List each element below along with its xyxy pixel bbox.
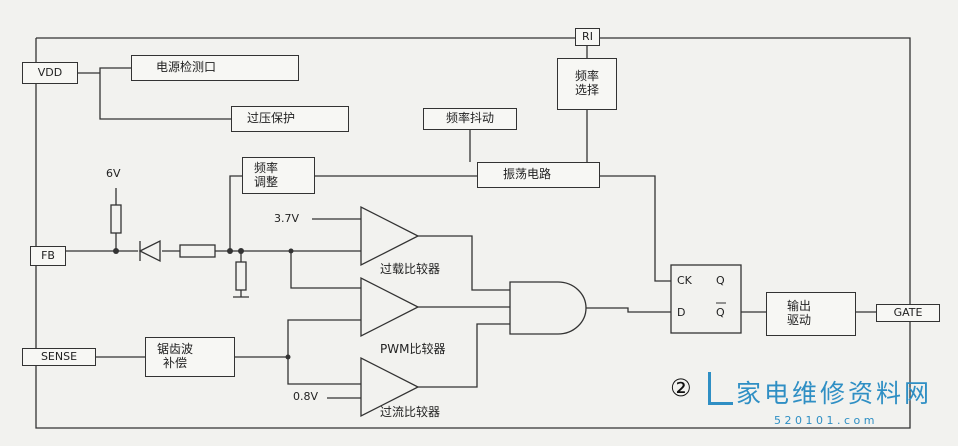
pin-gate-label: GATE (893, 305, 923, 319)
block-output-drive-label: 输出 驱动 (786, 299, 811, 327)
figure-number: ② (670, 374, 692, 402)
resistor-series (179, 244, 216, 258)
adjust-feed (229, 175, 242, 251)
watermark-title: 家电维修资料网 (736, 379, 933, 408)
ff-ck: CK (677, 274, 692, 287)
block-overvoltage (231, 106, 349, 132)
osc-ck-line (600, 175, 671, 282)
pin-ri-label: RI (582, 29, 593, 43)
watermark-url: 5 2 0 1 0 1 . c o m (774, 414, 875, 427)
label-6v: 6V (106, 167, 121, 180)
pin-sense (22, 348, 96, 366)
block-overvoltage-label: 过压保护 (246, 111, 295, 126)
pin-fb (30, 246, 66, 266)
block-freq-select-label: 频率 选择 (574, 69, 599, 97)
vdd-branches (78, 67, 231, 120)
oc-and (418, 323, 510, 388)
and-gate (509, 281, 587, 335)
resistor-6v (110, 204, 122, 234)
and-d-line (586, 307, 671, 313)
block-output-drive (766, 292, 856, 336)
block-oscillator (477, 162, 600, 188)
pin-sense-label: SENSE (40, 349, 78, 363)
block-power-detect-label: 电源检测口 (155, 60, 216, 75)
comparator-overcurrent (360, 356, 420, 418)
diode (138, 239, 161, 263)
label-pwm-comparator: PWM比较器 (380, 342, 446, 356)
pin-ri (575, 28, 600, 46)
block-freq-jitter-label: 频率抖动 (445, 111, 494, 126)
block-sawtooth-comp-label: 锯齿波 补偿 (156, 342, 193, 370)
ff-d: D (677, 306, 686, 319)
block-power-detect (131, 55, 299, 81)
pin-vdd-label: VDD (37, 65, 63, 79)
sense-line (96, 319, 361, 385)
pin-gate (876, 304, 940, 322)
watermark-logo-icon (708, 372, 733, 405)
block-freq-adjust-label: 频率 调整 (253, 160, 278, 189)
frame-top (36, 37, 911, 307)
block-freq-adjust (242, 157, 315, 194)
block-oscillator-label: 振荡电路 (502, 167, 551, 182)
comparator-pwm (360, 276, 420, 338)
ff-q-bar: Q (716, 306, 725, 319)
block-freq-jitter (423, 108, 517, 130)
label-3-7v: 3.7V (274, 212, 300, 225)
label-0-8v: 0.8V (293, 390, 319, 403)
fb-pwm-line (290, 251, 361, 289)
label-overcurrent-comparator: 过流比较器 (380, 405, 441, 419)
block-freq-select (557, 58, 617, 110)
pin-fb-label: FB (41, 248, 55, 262)
pin-vdd (22, 62, 78, 84)
ov-and (418, 235, 510, 291)
frame-left-bottom (35, 38, 911, 429)
label-overload-comparator: 过载比较器 (380, 262, 441, 276)
flip-flop (670, 264, 742, 334)
resistor-shunt (235, 261, 247, 291)
comparator-overload (360, 205, 420, 267)
block-sawtooth-comp (145, 337, 235, 377)
ff-q: Q (716, 274, 725, 287)
